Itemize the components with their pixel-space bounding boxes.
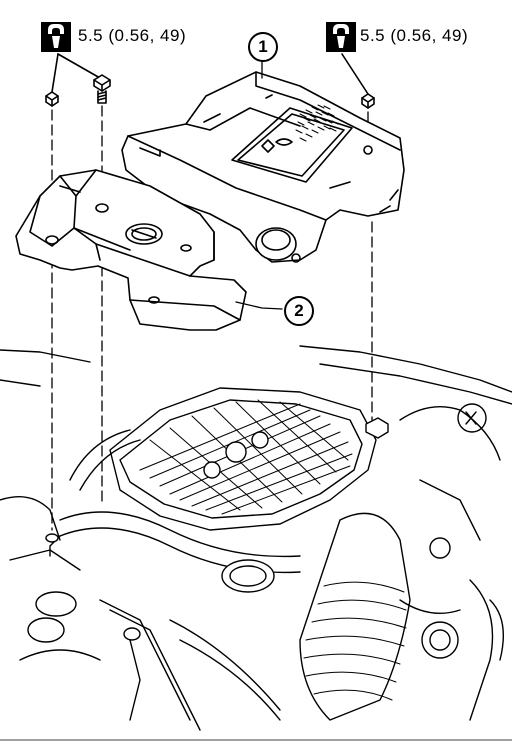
torque-spec-right: 5.5 (0.56, 49) (360, 26, 469, 45)
callout-leaders (235, 59, 283, 310)
torque-wrench-icon (326, 22, 356, 52)
under-cover (15, 169, 247, 331)
callout-item-1: 1 (248, 32, 278, 62)
nut (361, 93, 375, 109)
nut (45, 91, 59, 107)
cover-grille (295, 104, 339, 142)
intake-duct-ribs (303, 581, 407, 701)
engine-bay (0, 345, 512, 741)
torque-wrench-icon (41, 22, 71, 52)
engine-cover (121, 71, 405, 263)
alignment-lines (51, 105, 373, 531)
torque-leader-left (51, 53, 101, 93)
bolt (93, 74, 111, 104)
torque-spec-left: 5.5 (0.56, 49) (78, 26, 187, 45)
torque-leader-right (341, 53, 369, 95)
callout-item-2: 2 (284, 296, 314, 326)
